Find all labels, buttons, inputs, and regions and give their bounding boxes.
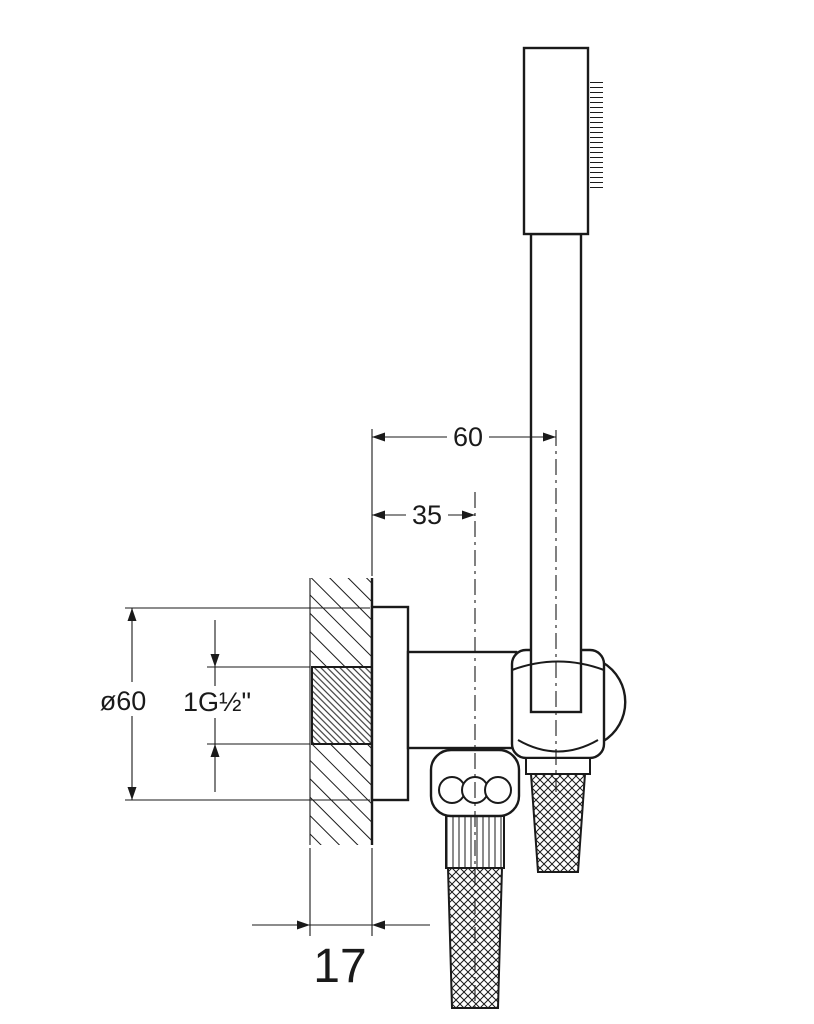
arrow-down (210, 654, 220, 667)
arrow-right (297, 920, 310, 930)
wall-bracket (370, 605, 518, 802)
wall-section (309, 578, 374, 845)
dimension-35: 35 (372, 500, 475, 530)
wand-spray-head (522, 46, 590, 236)
arrow-up (127, 608, 137, 621)
dim-label-thread: 1G½" (183, 687, 251, 717)
knob-grip-circle (484, 776, 512, 804)
dimension-diameter-60: ø60 (100, 607, 370, 801)
arrow-left (372, 432, 385, 442)
wall-flange (370, 605, 410, 802)
bracket-body (406, 650, 518, 750)
arrow-left (372, 510, 385, 520)
arrow-up (210, 744, 220, 757)
threaded-inlet (311, 666, 373, 745)
dimension-17: 17 (252, 848, 430, 993)
hose-nut-upper (525, 757, 591, 775)
arrow-left (372, 920, 385, 930)
spray-nozzle-ticks (590, 78, 603, 192)
holder-bottom-line (517, 739, 599, 753)
arrow-down (127, 787, 137, 800)
holder-collar-line (511, 660, 605, 671)
holder-side-bulge (600, 659, 627, 745)
hose-upper-corrugation (529, 773, 587, 873)
dim-label-diameter: ø60 (100, 686, 147, 716)
dim-label-17: 17 (313, 940, 366, 993)
hand-shower-wand (522, 46, 603, 714)
shower-hose-upper (529, 773, 587, 873)
dim-label-35: 35 (412, 500, 442, 530)
dim-label-60: 60 (453, 422, 483, 452)
wall-hatch-upper (310, 578, 372, 667)
handle-holder-front (511, 660, 605, 775)
wall-hatch-lower (310, 744, 372, 845)
dimension-60: 60 (371, 422, 556, 576)
centerlines (474, 430, 557, 1014)
arrow-right (543, 432, 556, 442)
thread-nipple (311, 666, 373, 745)
arrow-right (462, 510, 475, 520)
dimension-thread: 1G½" (183, 620, 310, 792)
